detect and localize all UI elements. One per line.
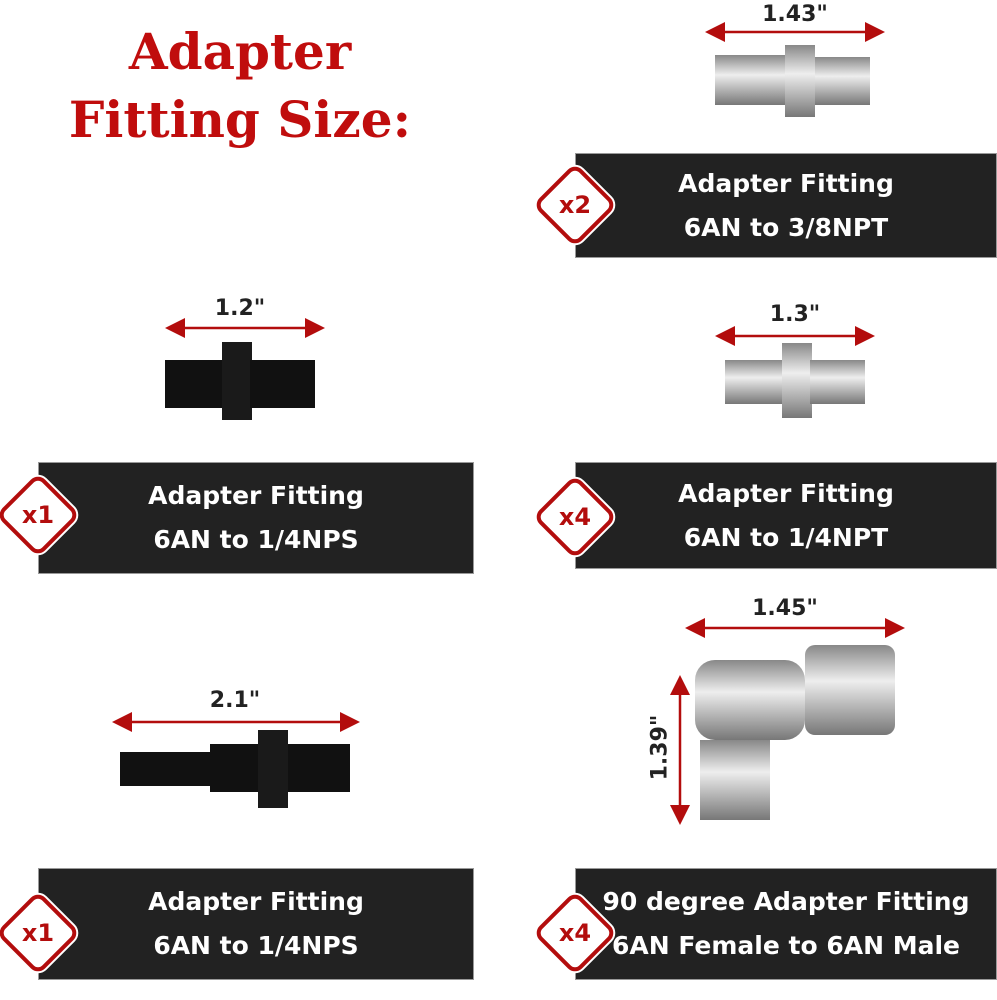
- quantity-text: x1: [21, 501, 55, 529]
- item-panel: Adapter Fitting 6AN to 1/4NPT: [575, 462, 997, 569]
- fitting-90-degree: [695, 645, 895, 820]
- item-name: Adapter Fitting: [678, 168, 894, 198]
- fitting-3-8npt: [715, 45, 870, 117]
- title-line1: Adapter: [128, 22, 352, 81]
- item-spec: 6AN to 1/4NPT: [683, 522, 889, 552]
- item-name: 90 degree Adapter Fitting: [602, 887, 970, 916]
- length-label: 1.2": [214, 296, 266, 321]
- length-label: 1.43": [762, 2, 828, 27]
- quantity-text: x4: [558, 919, 592, 947]
- item-panel: Adapter Fitting 6AN to 1/4NPS: [38, 462, 474, 574]
- item-spec: 6AN to 1/4NPS: [153, 525, 359, 554]
- item-panel: Adapter Fitting 6AN to 3/8NPT: [575, 153, 997, 258]
- length-label: 1.45": [752, 596, 818, 621]
- height-label: 1.39": [647, 714, 673, 781]
- item-panel: Adapter Fitting 6AN to 1/4NPS: [38, 868, 474, 980]
- item-name: Adapter Fitting: [148, 887, 364, 916]
- item-name: Adapter Fitting: [678, 478, 894, 508]
- quantity-text: x2: [558, 191, 592, 219]
- length-label: 1.3": [769, 302, 821, 327]
- fitting-black-short: [165, 342, 315, 420]
- item-name: Adapter Fitting: [148, 481, 364, 510]
- item-spec: 6AN Female to 6AN Male: [611, 931, 960, 960]
- length-label: 2.1": [209, 688, 261, 713]
- item-panel: 90 degree Adapter Fitting 6AN Female to 6…: [575, 868, 997, 980]
- title-line2: Fitting Size:: [68, 90, 412, 149]
- item-spec: 6AN to 3/8NPT: [683, 212, 889, 242]
- item-spec: 6AN to 1/4NPS: [153, 931, 359, 960]
- quantity-text: x1: [21, 919, 55, 947]
- fitting-1-4npt: [725, 343, 865, 418]
- fitting-black-long: [120, 730, 350, 808]
- quantity-text: x4: [558, 503, 592, 531]
